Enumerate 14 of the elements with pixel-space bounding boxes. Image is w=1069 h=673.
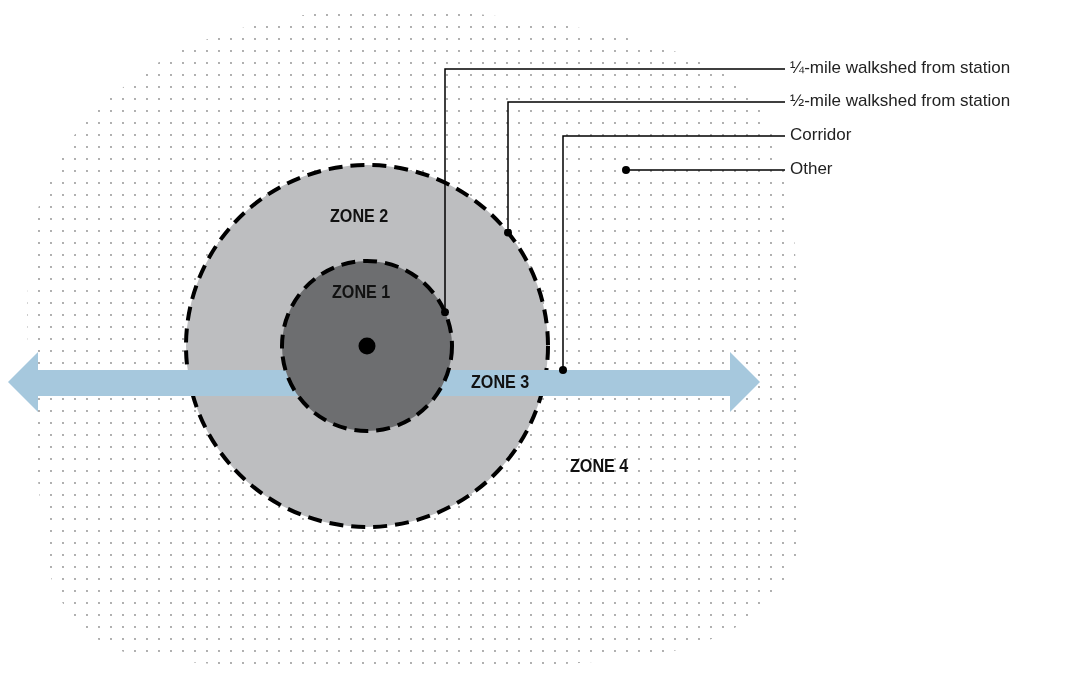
- callout-label: ¼-mile walkshed from station: [790, 58, 1011, 78]
- leader-line: [504, 101, 786, 237]
- leader-line: [622, 166, 786, 174]
- zone-label: ZONE 1: [332, 281, 391, 303]
- leader-line: [441, 68, 786, 317]
- callout-label: ½-mile walkshed from station: [790, 91, 1011, 111]
- zone-circle: [280, 259, 454, 433]
- zone-label: ZONE 3: [471, 371, 530, 393]
- zone-label: ZONE 2: [330, 205, 389, 227]
- leader-line: [559, 135, 786, 374]
- zone-circle: [184, 163, 550, 529]
- callout-label: Other: [790, 159, 833, 179]
- zone-label: ZONE 4: [570, 455, 629, 477]
- callout-label: Corridor: [790, 125, 852, 145]
